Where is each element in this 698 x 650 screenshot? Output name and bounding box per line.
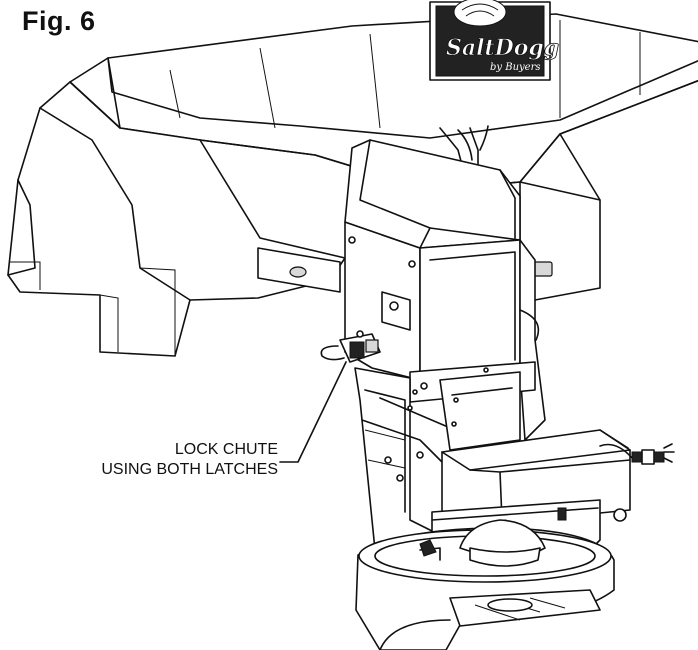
figure-label: Fig. 6 [22,6,96,36]
wiring-connector [599,443,675,465]
wiring-harness [439,125,489,169]
callout-leader [279,361,347,463]
brand-logo: SaltDogg by Buyers [429,0,560,81]
chute-latch [320,330,381,363]
brand-wordmark: SaltDogg [446,35,559,61]
spinner-assembly [355,519,615,650]
brand-subtitle: by Buyers [490,62,541,73]
callout-line-2: USING BOTH LATCHES [101,461,278,478]
callout-line-1: LOCK CHUTE [174,441,278,458]
callout-text: LOCK CHUTE USING BOTH LATCHES [101,440,278,480]
